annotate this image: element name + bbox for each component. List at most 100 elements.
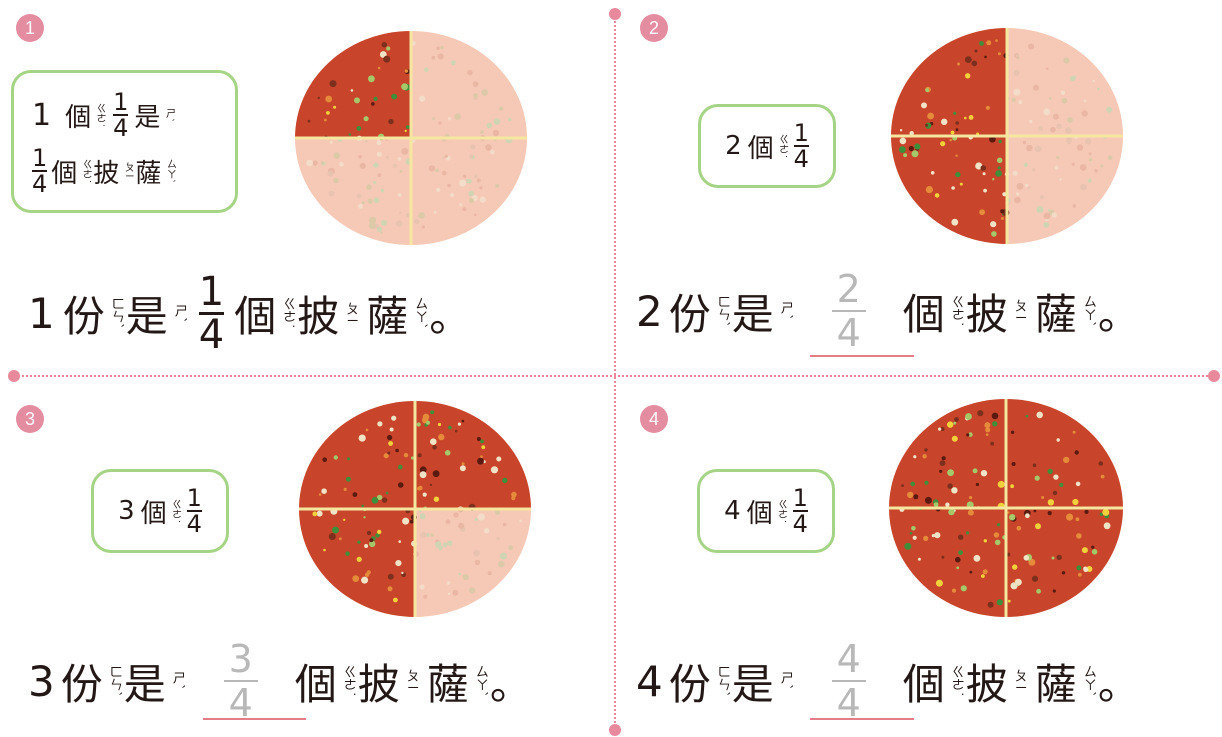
topping-speck (338, 537, 342, 541)
topping-speck (1061, 97, 1068, 104)
topping-speck (1064, 127, 1072, 135)
topping-speck (1076, 144, 1084, 151)
zhuyin: ㄙㄚˋ (164, 158, 176, 184)
topping-speck (1056, 438, 1060, 442)
topping-speck (436, 46, 440, 50)
topping-speck (924, 496, 932, 504)
pizza-slice-top-left-filled (889, 399, 1006, 508)
topping-speck (1080, 183, 1087, 191)
topping-speck (438, 121, 442, 125)
topping-speck (373, 181, 377, 185)
bubble-char: 個 (51, 158, 78, 189)
topping-speck (366, 184, 372, 190)
topping-speck (951, 588, 957, 593)
topping-speck (950, 130, 955, 135)
topping-speck (1056, 123, 1062, 129)
fraction: 1 4 (186, 486, 202, 536)
topping-speck (393, 597, 398, 603)
topping-speck (404, 129, 407, 133)
topping-speck (1072, 498, 1079, 506)
topping-speck (343, 487, 347, 491)
topping-speck (1076, 533, 1082, 539)
topping-speck (951, 487, 958, 494)
topping-speck (985, 433, 989, 436)
fraction-sentence: 4 份 ㄈㄣˋ 是 ㄕˋ 4 4 個 ㄍㄜ˙ 披 ㄆㄧ 薩 ㄙㄚˋ 。 (636, 640, 1140, 722)
topping-speck (428, 165, 436, 172)
pizza-slice-bottom-left-filled (299, 509, 415, 617)
panel-number-badge: 1 (16, 14, 44, 42)
topping-speck (401, 571, 404, 575)
fraction-denominator: 4 (793, 145, 809, 173)
topping-speck (1050, 126, 1056, 133)
pizza-slice-bottom-right-filled (1006, 508, 1123, 617)
count-bubble: 3 個 ㄍㄜ˙ 1 4 (91, 469, 229, 553)
topping-speck (945, 502, 950, 507)
topping-speck (935, 579, 943, 587)
topping-speck (479, 196, 486, 203)
topping-speck (1052, 589, 1056, 593)
topping-speck (1039, 195, 1045, 200)
zhuyin: ㄍㄜ˙ (80, 158, 92, 184)
count-bubble: 2 個 ㄍㄜ˙ 1 4 (698, 104, 836, 188)
topping-speck (1018, 100, 1023, 105)
topping-speck (1059, 482, 1064, 487)
topping-speck (494, 509, 501, 515)
topping-speck (361, 201, 365, 205)
topping-speck (483, 527, 490, 534)
topping-speck (416, 422, 421, 427)
topping-speck (940, 141, 946, 147)
pizza-slice-top-right-filled (415, 401, 531, 509)
topping-speck (1081, 547, 1088, 554)
topping-speck (357, 540, 361, 544)
topping-speck (440, 45, 444, 50)
pizza-slice-bottom-right-empty (415, 509, 531, 617)
topping-speck (361, 504, 364, 508)
topping-speck (366, 530, 372, 536)
topping-speck (931, 534, 935, 538)
pizza-slice-bottom-right-empty (411, 138, 527, 245)
fraction-numerator: 1 (198, 269, 225, 315)
topping-speck (923, 535, 929, 541)
sentence-char: 披 (965, 289, 1008, 339)
bubble-line-1: 1 個 ㄍㄜ˙ 1 4 是 ㄕˋ (32, 87, 217, 143)
topping-speck (446, 581, 451, 585)
pizza-slice-bottom-left-filled (889, 508, 1006, 617)
topping-speck (991, 231, 997, 237)
topping-speck (930, 171, 935, 175)
fraction-numerator: 1 (793, 119, 809, 147)
topping-speck (1016, 182, 1024, 190)
zhuyin: ㄆㄧ (122, 162, 134, 180)
topping-speck (956, 566, 960, 570)
topping-speck (982, 172, 986, 176)
topping-speck (924, 480, 929, 485)
answer-numerator: 4 (836, 637, 861, 681)
topping-speck (1083, 99, 1087, 103)
answer-denominator: 4 (836, 311, 861, 355)
topping-speck (973, 554, 981, 562)
topping-speck (448, 425, 452, 430)
topping-speck (323, 548, 326, 552)
topping-speck (1047, 511, 1052, 516)
topping-speck (511, 491, 517, 498)
topping-speck (423, 594, 428, 599)
topping-speck (1036, 206, 1044, 213)
topping-speck (356, 193, 362, 199)
topping-speck (431, 55, 436, 60)
topping-speck (1063, 456, 1070, 464)
topping-speck (437, 422, 442, 427)
fraction-denominator: 4 (113, 114, 129, 142)
topping-speck (403, 453, 409, 458)
topping-speck (461, 462, 465, 466)
topping-speck (469, 154, 474, 159)
zhuyin: ㄆㄧ (403, 669, 419, 693)
topping-speck (430, 410, 435, 415)
topping-speck (387, 586, 393, 592)
sentence-char: 份 (62, 292, 105, 341)
topping-speck (1043, 108, 1051, 116)
sentence-char: 份 (668, 659, 711, 709)
topping-speck (377, 529, 382, 535)
topping-speck (345, 551, 350, 556)
topping-speck (1099, 512, 1103, 516)
topping-speck (951, 218, 959, 226)
topping-speck (472, 81, 479, 87)
